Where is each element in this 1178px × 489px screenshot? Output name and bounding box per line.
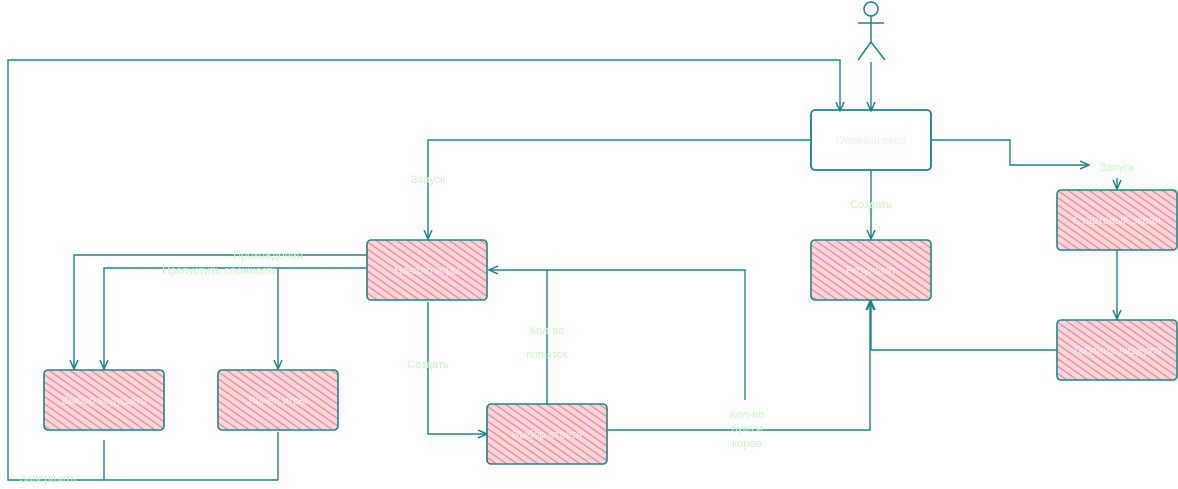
edge-label-bottom-left: Завершить xyxy=(20,473,77,485)
node-center[interactable]: Главный вход xyxy=(810,109,932,171)
node-right-mid-label: Результат xyxy=(846,265,896,277)
edge-bottomcenter-rightmid xyxy=(608,302,870,431)
edge-leftcenter-bottomleft-a xyxy=(74,254,367,368)
node-bottom-center[interactable]: Выбор ответа xyxy=(486,403,608,465)
edge-label-create-bottom: Создать xyxy=(407,359,449,371)
node-bottom-mid[interactable]: Конец игры xyxy=(217,369,339,431)
node-right-bottom-label: Таблица лидеров xyxy=(1072,345,1162,357)
node-right-top-label: Стартовый экран xyxy=(1073,215,1161,227)
edge-label-words-1: Кол-во xyxy=(730,409,764,421)
node-right-top[interactable]: Стартовый экран xyxy=(1056,189,1178,251)
edge-bottomcenter-leftcenter xyxy=(490,270,548,404)
edge-rightbottom-rightmid xyxy=(871,302,1057,351)
node-bottom-mid-label: Конец игры xyxy=(249,395,307,407)
edge-loop-top xyxy=(7,59,840,481)
node-right-bottom[interactable]: Таблица лидеров xyxy=(1056,319,1178,381)
actor-icon xyxy=(857,1,886,61)
node-center-label: Главный вход xyxy=(836,135,907,147)
edge-center-right xyxy=(932,139,1088,165)
edge-label-attempts-1: Кол-во xyxy=(530,325,564,337)
edge-label-launch-left: Запуск xyxy=(411,174,446,186)
node-bottom-left-label: Выбор ведущего xyxy=(61,395,146,407)
edge-label-launch-right: Запуск xyxy=(1100,162,1135,174)
node-left-center-label: Начало игры xyxy=(394,265,460,277)
node-bottom-left[interactable]: Выбор ведущего xyxy=(43,369,165,431)
edge-label-attempts-2: попыток xyxy=(526,349,568,361)
edge-center-left xyxy=(428,139,810,238)
edge-leftcenter-bottomcenter xyxy=(427,302,486,434)
edge-label-green-2: Пропустить сложность xyxy=(162,265,278,277)
edge-label-create-top: Создать xyxy=(850,199,892,211)
edge-leftcenter-bottomleft-b xyxy=(104,267,367,368)
edge-label-green-1: Прохождения xyxy=(233,250,303,262)
node-bottom-center-label: Выбор ответа xyxy=(512,429,583,441)
edge-loop-right xyxy=(547,269,746,400)
edge-label-words-2: букв и xyxy=(731,423,762,435)
edge-label-words-3: корее xyxy=(732,438,761,450)
node-left-center[interactable]: Начало игры xyxy=(366,239,488,301)
node-right-mid[interactable]: Результат xyxy=(810,239,932,301)
edge-bottommid-loop xyxy=(104,432,279,481)
